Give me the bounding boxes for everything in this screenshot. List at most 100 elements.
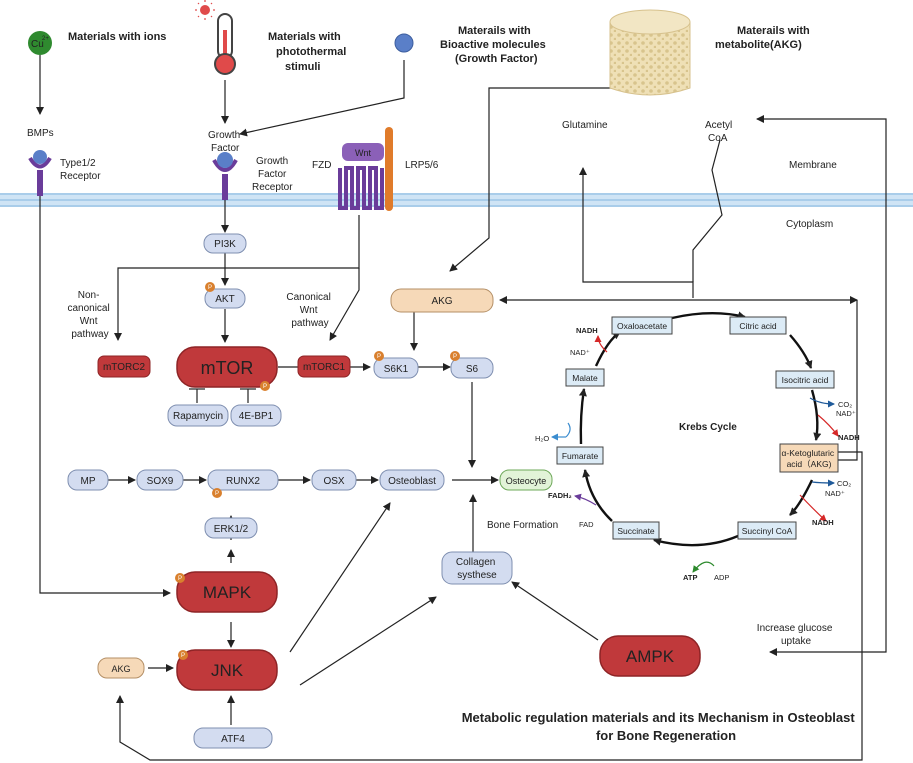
cytoplasm-label: Cytoplasm bbox=[786, 219, 833, 230]
osx-label: OSX bbox=[323, 476, 344, 487]
materials-bioactive-label: Materails with Bioactive molecules (Grow… bbox=[440, 25, 549, 65]
growth-factor-label: Growth Factor bbox=[208, 130, 243, 154]
s6k1-label: S6K1 bbox=[384, 364, 409, 375]
acetyl-coa-label: Acetyl CoA bbox=[705, 120, 735, 144]
connectors bbox=[36, 55, 887, 761]
phospho-jnk-letter: P bbox=[181, 653, 185, 659]
diagram-title: Metabolic regulation materials and its M… bbox=[462, 710, 859, 743]
phospho-runx2-icon bbox=[212, 488, 222, 498]
materials-ions-label: Materials with ions bbox=[68, 31, 166, 43]
frizzled-receptor-icon bbox=[338, 166, 384, 210]
runx2-node bbox=[207, 469, 279, 491]
akg-top-node bbox=[390, 288, 494, 313]
mp-node bbox=[67, 469, 109, 491]
citric-acid-label: Citric acid bbox=[739, 321, 777, 331]
nadh-1-label: NADH bbox=[576, 326, 598, 335]
wnt-ligand-icon bbox=[342, 143, 384, 161]
phospho-mapk-letter: P bbox=[178, 576, 182, 582]
nad-3-label: NAD⁺ bbox=[825, 489, 845, 498]
phospho-s6-icon bbox=[450, 351, 460, 361]
non-canonical-wnt-label: Non- canonical Wnt pathway bbox=[67, 290, 112, 340]
citric-acid-box bbox=[729, 316, 787, 335]
fumarate-box bbox=[556, 446, 604, 465]
osteoblast-label: Osteoblast bbox=[388, 476, 436, 487]
ampk-node bbox=[599, 635, 701, 677]
krebs-cycle-title: Krebs Cycle bbox=[679, 422, 737, 433]
isocitric-acid-label: Isocitric acid bbox=[782, 375, 829, 385]
pi3k-label: PI3K bbox=[214, 239, 236, 250]
growth-factor-receptor-label: Growth Factor Receptor bbox=[252, 156, 293, 193]
runx2-label: RUNX2 bbox=[226, 476, 260, 487]
erk-label: ERK1/2 bbox=[214, 524, 249, 535]
canonical-wnt-label: Canonical Wnt pathway bbox=[286, 292, 333, 329]
cell-membrane bbox=[0, 193, 913, 207]
oxaloacetate-label: Oxaloacetate bbox=[617, 321, 667, 331]
osteocyte-label: Osteocyte bbox=[506, 476, 547, 486]
wnt-label: Wnt bbox=[355, 148, 372, 158]
atf4-node bbox=[193, 727, 273, 749]
mapk-node bbox=[176, 571, 278, 613]
s6k1-node bbox=[373, 357, 419, 379]
glutamine-label: Glutamine bbox=[562, 120, 608, 131]
phospho-akt-letter: P bbox=[208, 285, 212, 291]
collagen-node bbox=[441, 551, 513, 585]
membrane-label: Membrane bbox=[789, 160, 837, 171]
nadh-2-label: NADH bbox=[838, 433, 860, 442]
growth-factor-receptor-icon bbox=[212, 152, 238, 200]
isocitric-acid-box bbox=[775, 370, 835, 389]
bone-formation-label: Bone Formation bbox=[487, 520, 558, 531]
mtor-node bbox=[176, 346, 278, 388]
jnk-node bbox=[176, 649, 278, 691]
phospho-letters: P P P P P P P bbox=[178, 285, 457, 659]
co2-1-label: CO₂ bbox=[838, 400, 852, 409]
fzd-label: FZD bbox=[312, 160, 331, 171]
rapamycin-node bbox=[167, 404, 229, 427]
rapamycin-label: Rapamycin bbox=[173, 411, 223, 422]
alpha-ketoglutaric-label: α-Ketoglutaric acid（AKG) bbox=[781, 448, 836, 469]
type-receptor-label: Type1/2 Receptor bbox=[60, 158, 101, 182]
malate-label: Malate bbox=[572, 373, 598, 383]
bmp-receptor-icon bbox=[28, 150, 52, 196]
copper-symbol: Cu bbox=[31, 39, 44, 50]
nad-1-label: NAD⁺ bbox=[570, 348, 590, 357]
mtorc1-node bbox=[297, 355, 351, 378]
succinyl-coa-label: Succinyl CoA bbox=[742, 526, 793, 536]
mapk-label: MAPK bbox=[203, 583, 252, 602]
akt-label: AKT bbox=[215, 294, 234, 305]
phospho-akt-icon bbox=[205, 282, 215, 292]
mtorc1-label: mTORC1 bbox=[303, 362, 345, 373]
increase-glucose-label: Increase glucose uptake bbox=[757, 623, 835, 647]
akg-left-node bbox=[97, 657, 145, 679]
akt-node bbox=[204, 288, 246, 309]
phospho-mapk-icon bbox=[175, 573, 185, 583]
osteoblast-node bbox=[379, 469, 445, 491]
sox9-node bbox=[136, 469, 184, 491]
materials-metabolite-label: Materails with metabolite(AKG) bbox=[715, 25, 813, 51]
lrp-label: LRP5/6 bbox=[405, 160, 439, 171]
mtor-label: mTOR bbox=[201, 358, 254, 378]
adp-label: ADP bbox=[714, 573, 729, 582]
succinyl-coa-box bbox=[737, 521, 797, 540]
4ebp1-node bbox=[230, 404, 282, 427]
fadh2-label: FADH₂ bbox=[548, 491, 572, 500]
mtorc2-label: mTORC2 bbox=[103, 362, 145, 373]
phospho-jnk-icon bbox=[178, 650, 188, 660]
pi3k-node bbox=[203, 233, 247, 254]
phospho-s6k1-letter: P bbox=[377, 354, 381, 360]
materials-photothermal-label: Materials with photothermal stimuli bbox=[268, 31, 349, 73]
4ebp1-label: 4E-BP1 bbox=[239, 411, 274, 422]
s6-node bbox=[450, 357, 494, 379]
succinate-box bbox=[612, 521, 660, 540]
osteocyte-node bbox=[499, 469, 553, 491]
sox9-label: SOX9 bbox=[147, 476, 174, 487]
fumarate-label: Fumarate bbox=[562, 451, 599, 461]
phospho-s6-letter: P bbox=[453, 354, 457, 360]
akg-left-label: AKG bbox=[111, 664, 130, 674]
nad-2-label: NAD⁺ bbox=[836, 409, 856, 418]
phospho-mtor-icon bbox=[260, 381, 270, 391]
osx-node bbox=[311, 469, 357, 491]
atp-label: ATP bbox=[683, 573, 697, 582]
bmps-label: BMPs bbox=[27, 128, 54, 139]
alpha-ketoglutaric-box bbox=[779, 443, 839, 473]
